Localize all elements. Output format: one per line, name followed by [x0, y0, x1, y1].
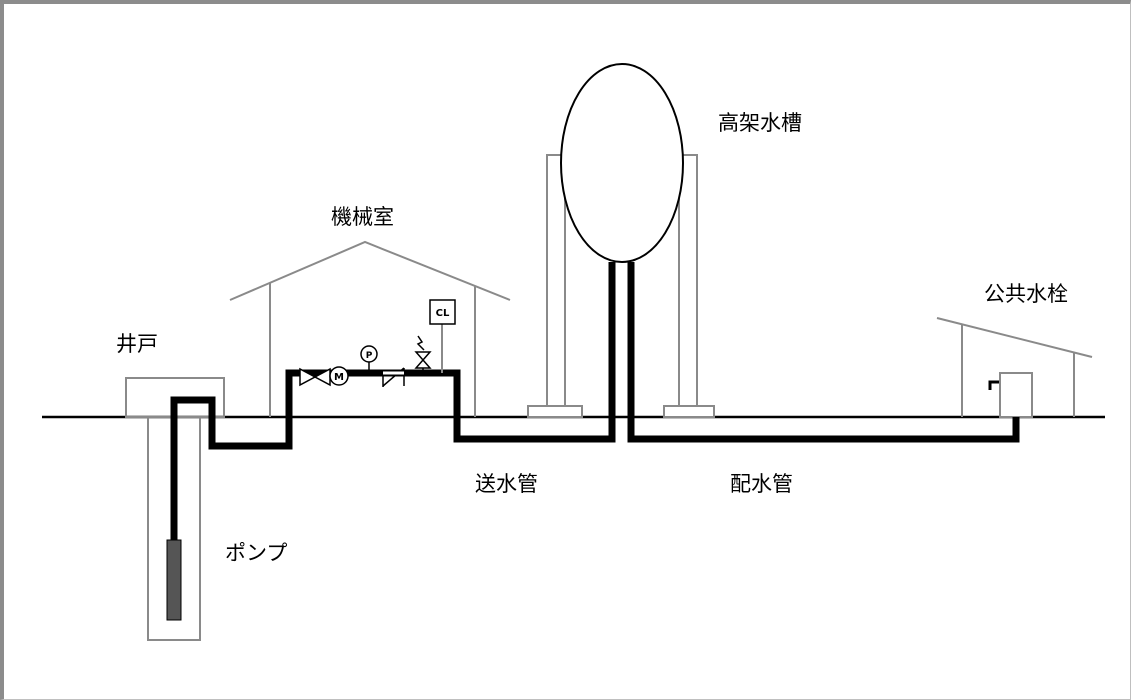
gate-valve-icon — [299, 367, 331, 387]
tank-right-support — [678, 154, 698, 408]
distribution-pipe-line — [627, 262, 1020, 443]
faucet-icon — [988, 380, 999, 390]
machine-room — [229, 240, 511, 417]
air-valve-icon — [414, 335, 432, 373]
chlorinator-label: CL — [436, 308, 450, 319]
pressure-gauge-label: P — [366, 351, 373, 361]
well — [125, 377, 225, 641]
pump-body — [166, 539, 182, 621]
tank-right-footing — [663, 405, 715, 418]
tank-left-support — [546, 154, 566, 408]
chlorinator-box: CL — [429, 299, 456, 373]
distribution-pipe-label: 配水管 — [730, 472, 793, 496]
pump-label: ポンプ — [225, 541, 287, 565]
shelter-roof — [936, 317, 1093, 358]
hydrant-box — [999, 372, 1033, 418]
tank-left-footing — [527, 405, 583, 418]
machine-room-roof — [229, 240, 511, 301]
well-shaft — [147, 417, 201, 641]
pressure-gauge-icon: P — [360, 345, 378, 373]
public-hydrant-label: 公共水栓 — [984, 282, 1068, 306]
machine-room-label: 機械室 — [331, 205, 394, 229]
elevated-tank-label: 高架水槽 — [718, 111, 802, 135]
transmission-pipe-label: 送水管 — [475, 472, 538, 496]
motor-label: M — [334, 372, 344, 383]
well-label: 井戸 — [116, 332, 158, 356]
well-pipe — [170, 262, 616, 540]
public-hydrant-shelter — [936, 317, 1093, 418]
tank-vessel — [560, 63, 684, 263]
motor-icon: M — [329, 366, 349, 386]
elevated-tank — [527, 63, 715, 418]
pipe-fittings: M P CL — [299, 299, 456, 387]
check-valve-icon — [382, 367, 405, 387]
